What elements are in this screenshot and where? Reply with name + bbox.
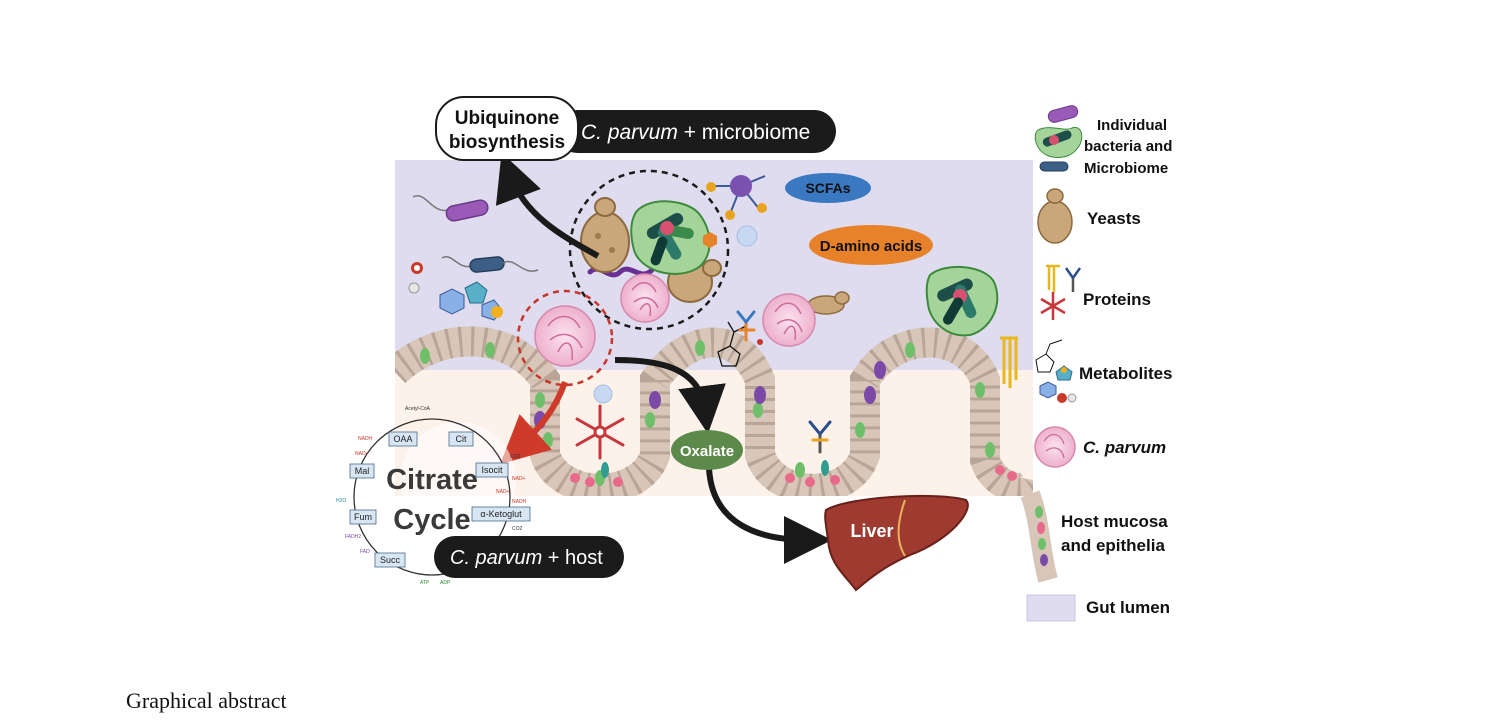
d-amino-acids-pill — [809, 225, 933, 265]
legend-bacteria-line1: Individual — [1097, 117, 1167, 134]
legend-mucosa-line1: Host mucosa — [1061, 512, 1168, 531]
bacteria-purple-icon — [412, 194, 489, 222]
legend: Individual bacteria and Microbiome Yeast… — [1020, 105, 1173, 622]
legend-bacteria-icon — [1034, 105, 1083, 172]
tca-mal-label: Mal — [355, 466, 370, 476]
ubiquinone-label-line1: Ubiquinone — [455, 108, 559, 129]
ubiquinone-box — [435, 96, 579, 161]
legend-bacteria-line3: Microbiome — [1084, 160, 1168, 177]
oxalate-arrow — [614, 357, 726, 434]
metabolite-icons-left — [408, 262, 503, 321]
protein-star-icon — [575, 404, 625, 460]
legend-gut-lumen-swatch — [1026, 594, 1076, 622]
antibody-icon-crypt — [808, 420, 832, 454]
tca-cit-label: Cit — [456, 434, 467, 444]
tca-nad-3: NAD+ — [496, 489, 510, 495]
tca-fadh2: FADH2 — [345, 534, 361, 540]
microbiome-cluster-icon-2 — [925, 265, 999, 337]
tca-succ-box — [374, 552, 406, 568]
legend-gut-lumen-label: Gut lumen — [1086, 598, 1170, 617]
yeast-icon-1 — [580, 197, 630, 273]
tca-cit-box — [448, 431, 474, 447]
tca-nadh-1: NADH — [358, 436, 373, 442]
citrate-cycle-label-line2: Cycle — [393, 504, 470, 536]
tca-fum-box — [349, 509, 377, 525]
tca-ketoglut-label: α-Ketoglut — [480, 509, 522, 519]
tca-acetyl-coa: Acetyl-CoA — [405, 406, 431, 412]
legend-cparvum-label: C. parvum — [1083, 438, 1166, 457]
legend-metabolites-label: Metabolites — [1079, 364, 1173, 383]
protein-blob-icon — [593, 384, 613, 404]
cparvum-icon-lumen-1 — [620, 273, 670, 323]
tca-oaa-label: OAA — [393, 434, 412, 444]
figure-caption: Graphical abstract — [126, 688, 287, 713]
tca-oaa-box — [388, 431, 418, 447]
tca-h2o: H2O — [336, 498, 346, 504]
host-badge — [434, 536, 624, 578]
scfas-label: SCFAs — [805, 180, 850, 196]
legend-mucosa-icon — [1020, 490, 1058, 583]
tca-mal-box — [349, 463, 375, 479]
yeast-icon-3 — [807, 291, 850, 315]
legend-yeast-icon — [1037, 188, 1073, 244]
legend-metabolite-icon — [1035, 339, 1077, 403]
tca-isocit-box — [475, 462, 509, 478]
tca-co2-1: CO2 — [510, 454, 521, 460]
tca-fad: FAD — [360, 549, 370, 555]
ubiquinone-arrow — [495, 152, 600, 259]
tca-atp: ATP — [420, 580, 430, 586]
tca-nadh-2: NADH — [512, 499, 527, 505]
citrate-cycle: OAA Cit Isocit α-Ketoglut Succ Fum Mal A… — [336, 406, 531, 586]
tca-nad-1: NAD+ — [355, 451, 369, 457]
liver-arrow — [706, 467, 832, 564]
citrate-cycle-label-line1: Citrate — [386, 464, 478, 496]
legend-cparvum-icon — [1034, 426, 1076, 468]
protein-yellow-icon — [1000, 336, 1018, 388]
legend-mucosa-line2: and epithelia — [1061, 536, 1165, 555]
scfas-pill — [785, 173, 871, 203]
tca-adp: ADP — [440, 580, 451, 586]
tca-ketoglut-box — [471, 506, 531, 522]
microbiome-interaction-circle — [568, 169, 730, 331]
tca-fum-label: Fum — [354, 512, 372, 522]
tca-isocit-label: Isocit — [481, 465, 503, 475]
citrate-cycle-ring — [353, 418, 511, 576]
oxalate-node — [671, 430, 743, 470]
d-amino-acids-label: D-amino acids — [820, 238, 923, 255]
liver-icon — [824, 494, 969, 592]
legend-protein-icon — [1040, 264, 1082, 320]
microbiome-badge — [556, 110, 836, 153]
cparvum-icon-invading — [534, 305, 596, 367]
bacteria-blue-icon — [441, 256, 539, 273]
tca-nad-2: NAD+ — [512, 476, 526, 482]
oxalate-label: Oxalate — [680, 443, 734, 460]
legend-bacteria-line2: bacteria and — [1084, 138, 1172, 155]
protein-molecule-cluster-icon — [703, 175, 767, 248]
liver-label: Liver — [850, 521, 893, 541]
cparvum-icon-lumen-2 — [762, 293, 816, 347]
ubiquinone-label-line2: biosynthesis — [449, 132, 565, 153]
microbiome-badge-text: C. parvum + microbiome — [581, 121, 810, 144]
legend-proteins-label: Proteins — [1083, 290, 1151, 309]
antibody-icon-mid — [736, 310, 763, 345]
host-badge-text: C. parvum + host — [450, 547, 603, 569]
tca-succ-label: Succ — [380, 555, 401, 565]
legend-yeasts-label: Yeasts — [1087, 209, 1141, 228]
infection-arrow — [500, 380, 568, 465]
cparvum-infection-circle — [516, 289, 614, 387]
microbiome-cluster-icon-1 — [630, 200, 711, 275]
tca-co2-2: CO2 — [512, 526, 523, 532]
